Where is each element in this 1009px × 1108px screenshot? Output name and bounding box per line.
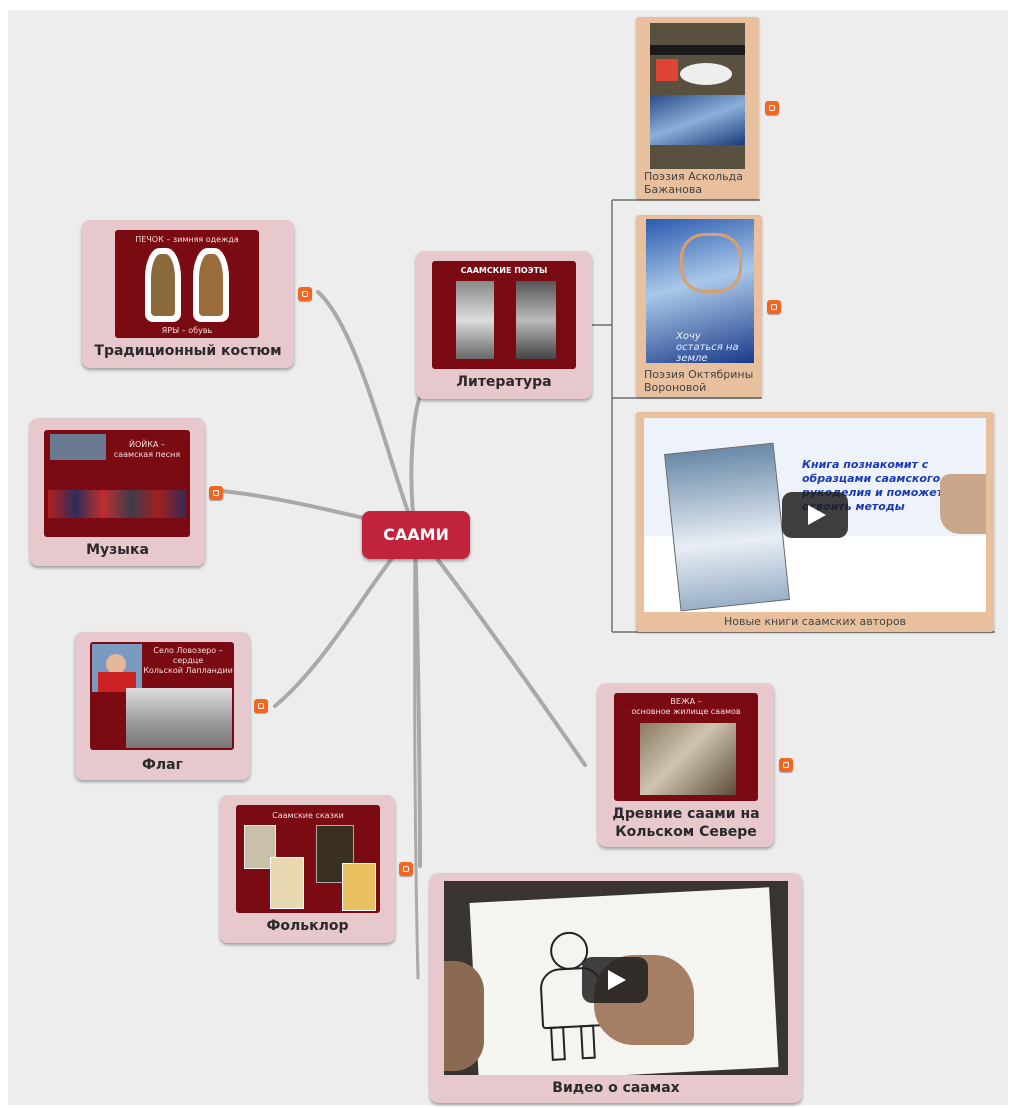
book2-cover-text: Хочу остаться на земле bbox=[676, 331, 739, 364]
costume-image-caption-top: ПЕЧОК – зимняя одежда bbox=[135, 235, 239, 244]
music-photo-stage bbox=[50, 434, 106, 460]
music-image: ЙОЙКА – саамская песня bbox=[44, 430, 190, 537]
connector-ancient bbox=[413, 528, 587, 767]
book-askold-bazhanov[interactable]: Поэзия Аскольда Бажанова bbox=[636, 17, 759, 199]
folklore-label: Фольклор bbox=[266, 918, 349, 934]
flag-image: Село Ловозеро – сердце Кольской Лапланди… bbox=[90, 642, 234, 750]
bracket-literature bbox=[592, 199, 995, 633]
video2-caption: Новые книги саамских авторов bbox=[723, 615, 907, 628]
costume-label: Традиционный костюм bbox=[94, 343, 282, 359]
costume-figure-2 bbox=[193, 248, 229, 322]
literature-image: САAMСКИЕ ПОЭТЫ bbox=[432, 261, 576, 369]
blogger-icon[interactable] bbox=[765, 101, 779, 115]
blogger-icon[interactable] bbox=[298, 287, 312, 301]
node-traditional-costume[interactable]: ПЕЧОК – зимняя одежда ЯРЫ – обувь Традиц… bbox=[82, 220, 294, 368]
book1-cover bbox=[650, 23, 745, 169]
blogger-icon[interactable] bbox=[209, 486, 223, 500]
costume-image-caption-bottom: ЯРЫ – обувь bbox=[161, 326, 213, 335]
blogger-icon[interactable] bbox=[779, 758, 793, 772]
flag-photo-child bbox=[92, 644, 142, 692]
book1-caption: Поэзия Аскольда Бажанова bbox=[644, 170, 743, 196]
node-flag[interactable]: Село Ловозеро – сердце Кольской Лапланди… bbox=[75, 632, 250, 780]
poet-portrait-2 bbox=[516, 281, 556, 359]
video2-hand bbox=[940, 474, 986, 534]
ancient-label: Древние саами на Кольском Севере bbox=[612, 806, 760, 840]
music-label: Музыка bbox=[86, 542, 149, 558]
connector-literature bbox=[409, 394, 422, 532]
play-icon[interactable] bbox=[582, 957, 648, 1003]
flag-photo-village bbox=[126, 688, 232, 748]
blogger-icon[interactable] bbox=[399, 862, 413, 876]
blogger-icon[interactable] bbox=[767, 300, 781, 314]
costume-figure-1 bbox=[145, 248, 181, 322]
literature-image-caption: САAMСКИЕ ПОЭТЫ bbox=[460, 266, 548, 275]
poet-portrait-1 bbox=[456, 281, 494, 359]
music-image-caption: ЙОЙКА – саамская песня bbox=[113, 440, 181, 459]
node-video-saami[interactable]: Видео о саамах bbox=[430, 873, 802, 1103]
book-oktyabrina-voronova[interactable]: Хочу остаться на земле Поэзия Октябрины … bbox=[636, 215, 762, 397]
node-literature[interactable]: САAMСКИЕ ПОЭТЫ Литература bbox=[416, 251, 592, 399]
literature-label: Литература bbox=[456, 374, 552, 390]
folklore-image: Саамские сказки bbox=[236, 805, 380, 913]
ancient-image-caption: ВЕЖА – основное жилище саамов bbox=[631, 697, 741, 716]
blogger-icon[interactable] bbox=[254, 699, 268, 713]
video2-book-image bbox=[664, 442, 790, 612]
flag-label: Флаг bbox=[142, 757, 183, 773]
folklore-image-caption: Саамские сказки bbox=[272, 811, 344, 820]
fairy-tale-book-2 bbox=[270, 857, 304, 909]
video-new-saami-books[interactable]: Книга познакомит с образцами саамского р… bbox=[636, 412, 994, 632]
connector-costume bbox=[316, 290, 417, 532]
costume-image: ПЕЧОК – зимняя одежда ЯРЫ – обувь bbox=[115, 230, 259, 338]
video1-hand-left bbox=[444, 961, 484, 1071]
connector-video bbox=[413, 528, 420, 980]
music-photo-singers bbox=[48, 490, 186, 518]
ancient-image: ВЕЖА – основное жилище саамов bbox=[614, 693, 758, 801]
book2-caption: Поэзия Октябрины Вороновой bbox=[644, 368, 754, 394]
play-icon[interactable] bbox=[782, 492, 848, 538]
video1-label: Видео о саамах bbox=[552, 1080, 680, 1096]
node-folklore[interactable]: Саамские сказки Фольклор bbox=[220, 795, 395, 943]
center-node-saami[interactable]: САAMИ bbox=[362, 511, 470, 559]
fairy-tale-book-4 bbox=[342, 863, 376, 911]
book2-cover: Хочу остаться на земле bbox=[646, 219, 754, 364]
veza-photo bbox=[640, 723, 736, 795]
node-music[interactable]: ЙОЙКА – саамская песня Музыка bbox=[30, 418, 205, 566]
node-ancient-saami[interactable]: ВЕЖА – основное жилище саамов Древние са… bbox=[598, 683, 774, 847]
flag-image-caption: Село Ловозеро – сердце Кольской Лапланди… bbox=[143, 646, 233, 675]
